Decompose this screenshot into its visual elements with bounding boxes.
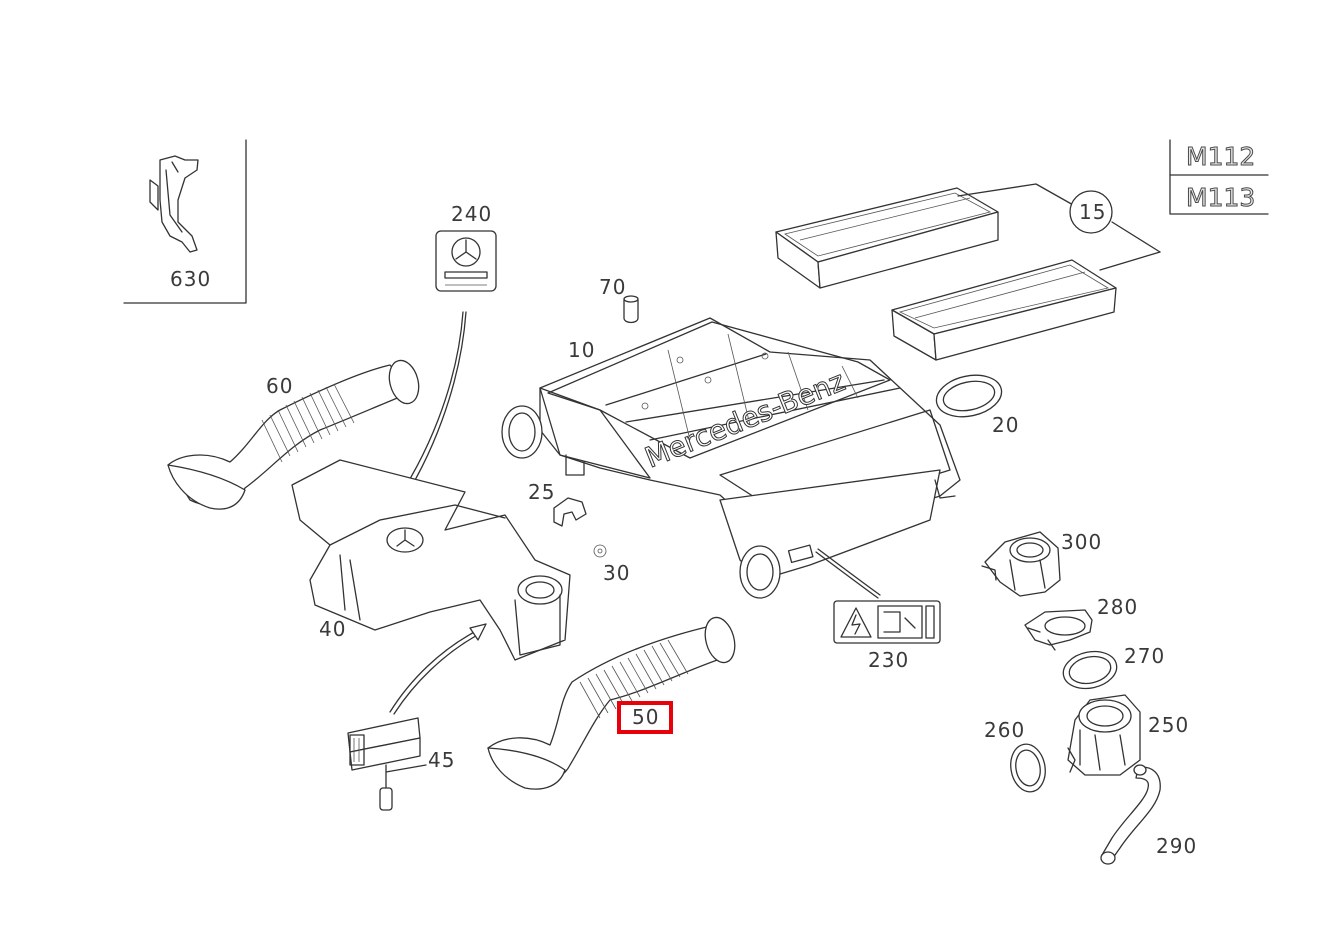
part-label-250[interactable]: 250 xyxy=(1148,713,1189,737)
part-70-plug[interactable] xyxy=(623,295,639,324)
part-45-foam-strip[interactable] xyxy=(347,717,427,811)
part-label-260[interactable]: 260 xyxy=(984,718,1025,742)
part-label-60[interactable]: 60 xyxy=(266,374,293,398)
part-15-air-filters[interactable] xyxy=(775,183,1161,361)
part-label-300[interactable]: 300 xyxy=(1061,530,1102,554)
part-label-30[interactable]: 30 xyxy=(603,561,630,585)
part-label-280[interactable]: 280 xyxy=(1097,595,1138,619)
part-230-warning-label[interactable] xyxy=(815,548,941,644)
part-50-intake-hose[interactable] xyxy=(487,614,739,790)
part-label-50[interactable]: 50 xyxy=(632,705,659,729)
part-label-45[interactable]: 45 xyxy=(428,748,455,772)
part-label-630[interactable]: 630 xyxy=(170,267,211,291)
part-300-air-mass-sensor[interactable] xyxy=(981,531,1061,597)
part-280-hose-clamp[interactable] xyxy=(1024,609,1093,651)
part-label-230[interactable]: 230 xyxy=(868,648,909,672)
part-60-intake-hose[interactable] xyxy=(167,357,423,510)
part-630-bracket[interactable] xyxy=(123,139,247,304)
part-290-vent-hose[interactable] xyxy=(1100,764,1161,865)
part-label-70[interactable]: 70 xyxy=(599,275,626,299)
part-20-seal-ring[interactable] xyxy=(933,370,1006,423)
engine-code-m113: M113 xyxy=(1186,183,1255,212)
part-label-20[interactable]: 20 xyxy=(992,413,1019,437)
selected-part-highlight xyxy=(617,701,673,734)
part-label-10[interactable]: 10 xyxy=(568,338,595,362)
part-250-throttle-housing[interactable] xyxy=(1067,694,1141,776)
part-label-270[interactable]: 270 xyxy=(1124,644,1165,668)
part-label-15[interactable]: 15 xyxy=(1079,200,1106,224)
part-label-240[interactable]: 240 xyxy=(451,202,492,226)
part-270-seal-ring[interactable] xyxy=(1060,647,1120,693)
engine-code-m112: M112 xyxy=(1186,142,1255,171)
part-labels: 630 240 70 10 15 60 20 25 30 40 300 280 … xyxy=(170,200,1197,858)
part-40-intake-duct[interactable] xyxy=(291,459,571,661)
part-label-290[interactable]: 290 xyxy=(1156,834,1197,858)
part-label-25[interactable]: 25 xyxy=(528,480,555,504)
engine-code-box: M112 M113 xyxy=(1169,139,1269,215)
part-30-fastener[interactable] xyxy=(593,544,607,558)
part-label-40[interactable]: 40 xyxy=(319,617,346,641)
part-25-clip[interactable] xyxy=(553,497,587,527)
part-10-air-cleaner-housing[interactable]: Mercedes-Benz xyxy=(501,317,961,599)
part-260-seal-ring[interactable] xyxy=(1007,741,1049,794)
assembly-arrow-45-to-40 xyxy=(389,623,487,715)
